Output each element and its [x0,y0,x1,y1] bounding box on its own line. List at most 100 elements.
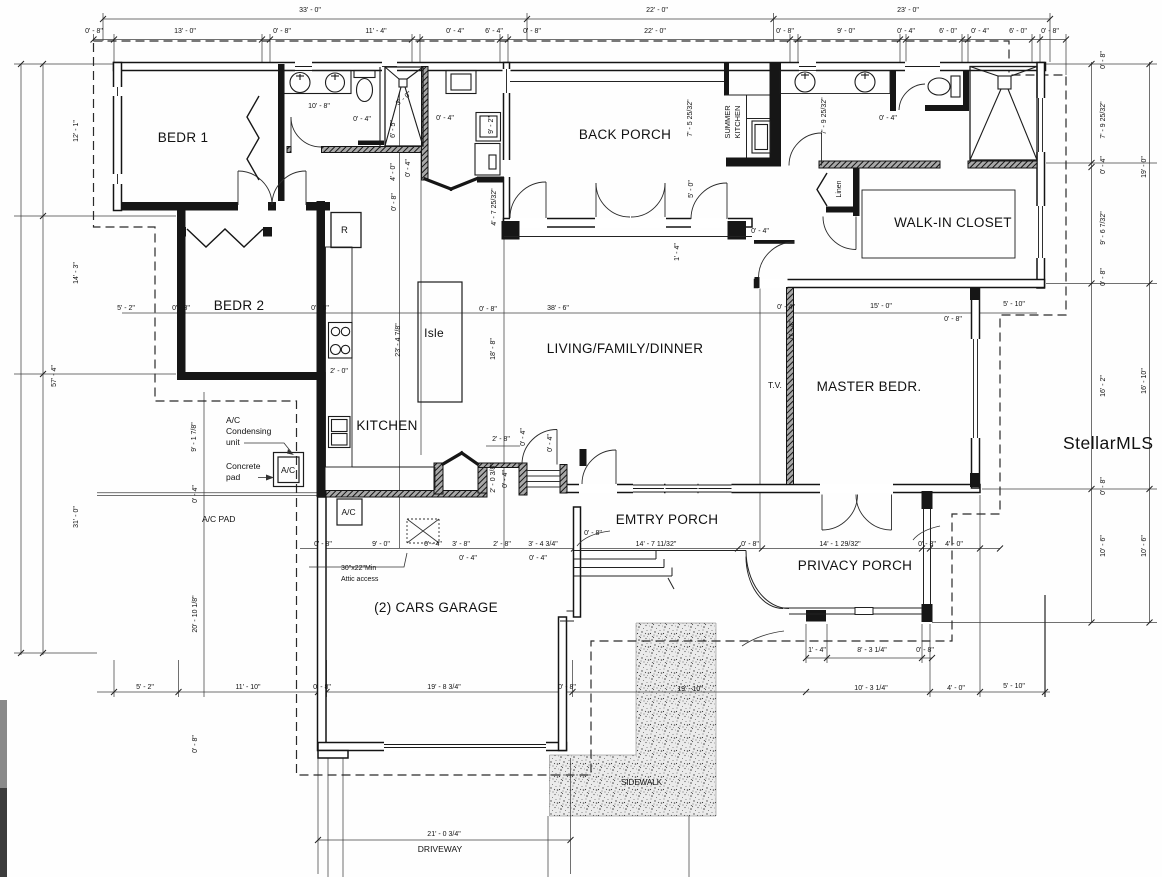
svg-text:Concrete: Concrete [226,461,261,471]
svg-text:22' - 0": 22' - 0" [644,28,666,35]
svg-text:38' - 6": 38' - 6" [547,305,569,312]
svg-text:23' - 4 7/8": 23' - 4 7/8" [395,323,402,357]
svg-text:KITCHEN: KITCHEN [356,418,417,433]
svg-text:0' - 8": 0' - 8" [523,28,541,35]
svg-text:6' - 4": 6' - 4" [485,28,503,35]
svg-text:DRIVEWAY: DRIVEWAY [418,844,463,854]
svg-text:11' - 10": 11' - 10" [235,684,261,691]
svg-text:19' - 0": 19' - 0" [1141,156,1148,178]
svg-text:0' - 4": 0' - 4" [897,28,915,35]
svg-text:7' - 9 25/32": 7' - 9 25/32" [821,97,828,135]
svg-text:0' - 8": 0' - 8" [1041,28,1059,35]
svg-text:0' - 4": 0' - 4" [502,470,509,488]
svg-text:Isle: Isle [424,326,444,340]
svg-text:0' - 4": 0' - 4" [547,434,554,452]
svg-text:19' - 10": 19' - 10" [677,686,703,693]
svg-text:3' - 4 3/4": 3' - 4 3/4" [528,541,558,548]
svg-text:0' - 4": 0' - 4" [192,485,199,503]
svg-text:0' - 8": 0' - 8" [192,735,199,753]
svg-text:0' - 8": 0' - 8" [1100,477,1107,495]
svg-text:18' - 8": 18' - 8" [490,338,497,360]
svg-text:0' - 4": 0' - 4" [520,428,527,446]
svg-text:8' - 3 1/4": 8' - 3 1/4" [857,647,887,654]
svg-text:16' - 10": 16' - 10" [1141,368,1148,394]
svg-text:0' - 4": 0' - 4" [405,159,412,177]
svg-text:31' - 0": 31' - 0" [73,506,80,528]
svg-text:0' - 8": 0' - 8" [479,306,497,313]
svg-text:0' - 4": 0' - 4" [789,321,796,339]
svg-text:10' - 8": 10' - 8" [308,103,330,110]
svg-text:4' - 0": 4' - 0" [947,685,965,692]
svg-text:14' - 7 11/32": 14' - 7 11/32" [636,541,677,548]
svg-text:0' - 8": 0' - 8" [558,684,576,691]
svg-text:0' - 4": 0' - 4" [446,28,464,35]
svg-text:0' - 4": 0' - 4" [1100,156,1107,174]
svg-text:7' - 5 25/32": 7' - 5 25/32" [687,99,694,137]
svg-text:1' - 4": 1' - 4" [674,243,681,261]
svg-text:unit: unit [226,437,240,447]
svg-text:20' - 10 1/8": 20' - 10 1/8" [192,595,199,633]
svg-text:5' - 2": 5' - 2" [136,684,154,691]
svg-text:pad: pad [226,472,240,482]
svg-text:10' - 6": 10' - 6" [1100,535,1107,557]
svg-text:6' - 0": 6' - 0" [1009,28,1027,35]
svg-text:0' - 8": 0' - 8" [273,28,291,35]
svg-text:16' - 2": 16' - 2" [1100,375,1107,397]
svg-text:SUMMER: SUMMER [723,105,732,139]
svg-text:A/C: A/C [342,507,356,517]
svg-text:PRIVACY PORCH: PRIVACY PORCH [798,558,912,573]
svg-text:0' - 4": 0' - 4" [459,555,477,562]
svg-text:0' - 8": 0' - 8" [918,541,936,548]
svg-text:0' - 8": 0' - 8" [313,684,331,691]
svg-text:0' - 8": 0' - 8" [944,316,962,323]
svg-text:6' - 5": 6' - 5" [390,120,397,138]
svg-text:KITCHEN: KITCHEN [733,106,742,139]
svg-text:21' - 0 3/4": 21' - 0 3/4" [427,831,461,838]
svg-text:5' - 2": 5' - 2" [117,305,135,312]
svg-text:0' - 8": 0' - 8" [391,193,398,211]
svg-text:5' - 10": 5' - 10" [1003,683,1025,690]
svg-text:9' - 2": 9' - 2" [488,116,495,134]
svg-text:9' - 0": 9' - 0" [372,541,390,548]
svg-text:WALK-IN CLOSET: WALK-IN CLOSET [894,215,1012,230]
svg-text:R: R [341,225,348,236]
svg-text:MASTER BEDR.: MASTER BEDR. [817,379,922,394]
svg-text:4' - 0": 4' - 0" [945,541,963,548]
svg-text:A/C: A/C [281,465,295,475]
svg-text:Attic access: Attic access [341,576,379,583]
svg-text:2' - 8": 2' - 8" [492,436,510,443]
svg-text:33' - 0": 33' - 0" [299,7,321,14]
svg-text:12' - 1": 12' - 1" [73,120,80,142]
svg-text:0' - 8": 0' - 8" [1100,51,1107,69]
svg-text:0' - 8": 0' - 8" [584,530,602,537]
svg-text:SIDEWALK: SIDEWALK [621,778,663,787]
svg-text:0' - 4": 0' - 4" [879,115,897,122]
svg-text:0' - 8": 0' - 8" [314,541,332,548]
svg-text:2' - 0": 2' - 0" [330,368,348,375]
svg-text:9' - 6 7/32": 9' - 6 7/32" [1100,211,1107,245]
svg-text:0' - 4": 0' - 4" [751,228,769,235]
svg-text:10' - 6": 10' - 6" [1141,535,1148,557]
svg-text:1' - 4": 1' - 4" [808,647,826,654]
svg-text:57' - 4": 57' - 4" [51,365,58,387]
svg-text:10' - 3 1/4": 10' - 3 1/4" [854,685,888,692]
svg-text:A/C PAD: A/C PAD [202,514,235,524]
svg-text:0' - 8": 0' - 8" [916,647,934,654]
svg-text:6' - 0": 6' - 0" [939,28,957,35]
svg-text:0' - 8": 0' - 8" [172,305,190,312]
svg-text:0' - 8": 0' - 8" [776,28,794,35]
svg-text:2' - 8": 2' - 8" [493,541,511,548]
svg-text:T.V.: T.V. [768,380,782,390]
svg-text:0' - 8": 0' - 8" [311,305,329,312]
svg-text:0' - 4": 0' - 4" [424,541,442,548]
svg-text:9' - 1 7/8": 9' - 1 7/8" [191,422,198,452]
svg-text:4' - 7 25/32": 4' - 7 25/32" [491,188,498,226]
svg-text:StellarMLS: StellarMLS [1063,433,1154,453]
svg-text:LIVING/FAMILY/DINNER: LIVING/FAMILY/DINNER [547,341,704,356]
svg-text:0' - 8": 0' - 8" [85,28,103,35]
svg-text:0' - 4": 0' - 4" [971,28,989,35]
svg-text:(2) CARS GARAGE: (2) CARS GARAGE [374,600,498,615]
svg-text:EMTRY PORCH: EMTRY PORCH [616,512,719,527]
svg-text:Linen: Linen [836,180,843,197]
svg-text:BACK PORCH: BACK PORCH [579,127,671,142]
